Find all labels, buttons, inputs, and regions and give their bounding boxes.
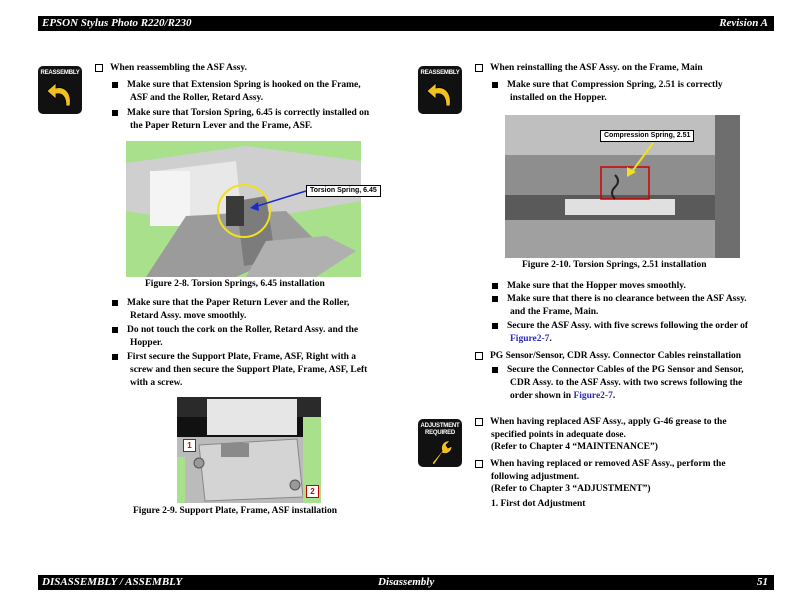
- list-item-cont: Retard Assy. move smoothly.: [130, 311, 247, 321]
- adjustment-item-cont: (Refer to Chapter 3 “ADJUSTMENT”): [491, 484, 651, 494]
- badge-label: REASSEMBLY: [420, 70, 460, 76]
- reassembly-arrow-icon: [426, 82, 451, 107]
- list-item-cont: CDR Assy. to the ASF Assy. with two scre…: [510, 378, 743, 388]
- list-item: Make sure that Compression Spring, 2.51 …: [492, 79, 723, 92]
- checkbox-icon: [475, 459, 483, 468]
- checkbox-icon: [475, 351, 483, 360]
- reassembly-badge: REASSEMBLY: [38, 66, 82, 114]
- figure-2-9-photo: 1 2: [177, 397, 321, 503]
- bullet-square-icon: [112, 326, 118, 333]
- reassembly-badge-right: REASSEMBLY: [418, 66, 462, 114]
- checkbox-icon: [475, 417, 483, 426]
- bullet-square-icon: [492, 81, 498, 88]
- adjustment-item-cont: (Refer to Chapter 4 “MAINTENANCE”): [491, 442, 658, 452]
- left-heading: When reassembling the ASF Assy.: [95, 62, 247, 75]
- list-item-cont: order shown in Figure2-7.: [510, 391, 616, 401]
- marker-2: 2: [306, 485, 319, 498]
- bullet-square-icon: [112, 299, 118, 306]
- list-item: Make sure that there is no clearance bet…: [492, 293, 747, 306]
- list-item: Make sure that the Hopper moves smoothly…: [492, 280, 686, 293]
- list-item: Secure the Connector Cables of the PG Se…: [492, 364, 744, 377]
- list-item-cont: ASF and the Roller, Retard Assy.: [130, 93, 264, 103]
- list-item: Make sure that Torsion Spring, 6.45 is c…: [112, 107, 369, 120]
- adjustment-item-cont: specified points in adequate dose.: [491, 430, 626, 440]
- bullet-square-icon: [492, 295, 498, 302]
- footer-bar: DISASSEMBLY / ASSEMBLY Disassembly 51: [38, 575, 774, 590]
- figure-2-10-caption: Figure 2-10. Torsion Springs, 2.51 insta…: [522, 260, 707, 270]
- adjustment-item: When having replaced or removed ASF Assy…: [475, 458, 726, 471]
- figure-2-9-caption: Figure 2-9. Support Plate, Frame, ASF in…: [133, 506, 337, 516]
- figure-2-8-photo: Torsion Spring, 6.45: [126, 141, 381, 277]
- list-item-cont: the Paper Return Lever and the Frame, AS…: [130, 121, 313, 131]
- figure-2-10-photo: Compression Spring, 2.51: [505, 115, 740, 258]
- bullet-square-icon: [492, 322, 498, 329]
- pg-heading: PG Sensor/Sensor, CDR Assy. Connector Ca…: [475, 350, 741, 363]
- bullet-square-icon: [112, 109, 118, 116]
- torsion-spring-callout: Torsion Spring, 6.45: [306, 185, 381, 197]
- asf-torsion-spring-photo: [126, 146, 361, 277]
- footer-chapter: Disassembly: [378, 576, 435, 588]
- list-item: First secure the Support Plate, Frame, A…: [112, 351, 356, 364]
- revision-label: Revision A: [719, 17, 768, 29]
- marker-1: 1: [183, 439, 196, 452]
- figure2-7-link[interactable]: Figure2-7: [573, 391, 613, 401]
- support-plate-photo: [177, 397, 321, 503]
- bullet-square-icon: [492, 366, 498, 373]
- compression-spring-photo: [505, 115, 740, 258]
- list-item-cont: with a screw.: [130, 378, 183, 388]
- list-item: Secure the ASF Assy. with five screws fo…: [492, 320, 748, 333]
- compression-spring-callout: Compression Spring, 2.51: [600, 130, 695, 142]
- list-item-cont: and the Frame, Main.: [510, 307, 599, 317]
- adjustment-item-cont: following adjustment.: [491, 472, 580, 482]
- bullet-square-icon: [492, 282, 498, 289]
- checkbox-icon: [475, 63, 483, 72]
- figure2-7-link[interactable]: Figure2-7: [510, 334, 550, 344]
- doc-title: EPSON Stylus Photo R220/R230: [42, 17, 192, 29]
- badge-label: REASSEMBLY: [40, 70, 80, 76]
- bullet-square-icon: [112, 81, 118, 88]
- list-item: Make sure that Extension Spring is hooke…: [112, 79, 361, 92]
- figure-2-8-caption: Figure 2-8. Torsion Springs, 6.45 instal…: [145, 279, 325, 289]
- adjustment-item: When having replaced ASF Assy., apply G-…: [475, 416, 727, 429]
- list-item-cont: Hopper.: [130, 338, 163, 348]
- reassembly-arrow-icon: [46, 82, 71, 107]
- list-item-cont: Figure2-7.: [510, 334, 552, 344]
- list-item: Make sure that the Paper Return Lever an…: [112, 297, 349, 310]
- list-item-cont: screw and then secure the Support Plate,…: [130, 365, 368, 375]
- adjustment-list-item: 1. First dot Adjustment: [491, 499, 586, 509]
- checkbox-icon: [95, 63, 103, 72]
- list-item: Do not touch the cork on the Roller, Ret…: [112, 324, 358, 337]
- page-number: 51: [757, 576, 768, 588]
- right-heading: When reinstalling the ASF Assy. on the F…: [475, 62, 703, 75]
- footer-section: DISASSEMBLY / ASSEMBLY: [42, 576, 183, 588]
- bullet-square-icon: [112, 353, 118, 360]
- header-bar: EPSON Stylus Photo R220/R230 Revision A: [38, 16, 774, 31]
- list-item-cont: installed on the Hopper.: [510, 93, 607, 103]
- wrench-icon: [431, 440, 453, 466]
